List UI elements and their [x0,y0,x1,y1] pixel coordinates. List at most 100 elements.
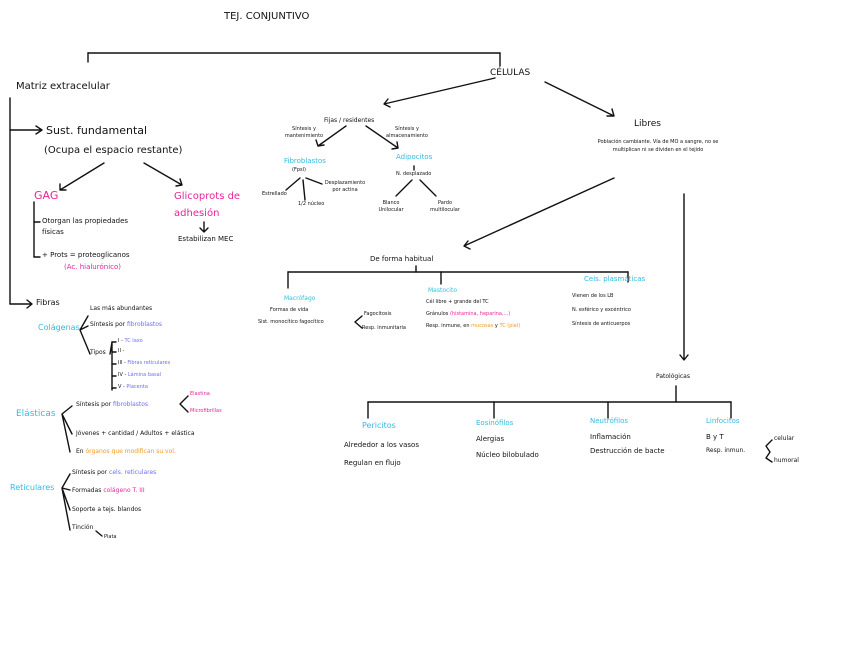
reticulares-sintesis-value: cels. reticulares [109,469,157,476]
pericitos-item-vasos: Alrededor a los vasos [344,441,419,449]
linfocitos-item-respuesta: Resp. inmun. [706,447,746,454]
patologicas-label: Patológicas [656,373,690,380]
linfocitos-branch-celular: celular [774,435,795,442]
ocupa-note: (Ocupa el espacio restante) [44,145,183,156]
libres-label: Libres [634,119,661,129]
plasmaticas-label: Cels. plasmáticas [584,275,646,283]
linfocitos-branch-humoral: humoral [774,457,799,464]
gag-item-proteoglicanos-note: (Ac. hialurónico) [64,263,121,271]
reticulares-label: Reticulares [10,483,55,492]
reticulares-item-tincion: Tinción [72,524,94,531]
mastocito-respuesta-mucosas: mucosas [471,323,494,329]
mastocito-respuesta-y: y [494,323,498,329]
macrofago-branch-fagocitosis: Fagocitosis [364,311,392,317]
neutrofilos-label: Neutrófilos [590,417,629,425]
eosinofilos-item-nucleo: Núcleo bilobulado [476,451,539,459]
gag-label: GAG [34,189,59,202]
fibras-label: Fibras [36,298,60,307]
fibroblastos-nucleo: 1/2 núcleo [298,201,325,207]
elasticas-organos-prefix: En [76,448,84,455]
elasticas-branch-microfibrillas: Microfibrillas [190,408,222,414]
adipocitos-label: Adipocitos [396,153,433,161]
mastocito-item-respuesta: Resp. inmune, en mucosas y TC (piel) [426,324,520,329]
eosinofilos-label: Eosinófilos [476,419,514,427]
reticulares-sintesis-prefix: Síntesis por [72,469,108,476]
mastocito-item-celula: Cél libre + grande del TC [426,299,489,305]
fibroblastos-label: Fibroblastos [284,157,326,165]
reticulares-formadas-value: colágeno T. III [103,487,145,494]
elasticas-sintesis-prefix: Síntesis por [76,401,112,408]
tipo-5-value: Placenta [126,384,148,390]
colagenas-tipo-3: III - Fibras reticulares [118,361,170,366]
reticulares-item-soporte: Soporte a tejs. blandos [72,506,142,513]
elasticas-label: Elásticas [16,409,56,419]
sust-fundamental-label: Sust. fundamental [46,124,148,137]
fijas-label: Fijas / residentes [324,117,375,124]
colagenas-tipo-2: II - [118,348,125,354]
plasmaticas-item-nucleo: N. esférico y excéntrico [572,307,631,313]
adipocitos-nucleo: N. desplazado [396,171,432,177]
fibroblastos-desplazamiento: Desplazamiento por actina [324,180,366,193]
mastocito-respuesta-tc: TC (piel) [499,323,521,329]
colagenas-tipos-label: Tipos [90,349,106,356]
reticulares-formadas-prefix: Formadas [72,487,102,494]
page-title: TEJ. CONJUNTIVO [224,11,310,22]
tipo-1-prefix: I - [118,338,123,344]
tipo-1-value: TC laxo [124,338,143,344]
matriz-label: Matriz extracelular [16,81,110,92]
linfocitos-item-byt: B y T [706,433,724,441]
macrofago-label: Macrófago [284,295,316,302]
tipo-3-value: Fibras reticulares [127,360,171,366]
colagenas-item-sintesis: Síntesis por fibroblastos [90,322,162,328]
tipo-3-prefix: III - [118,360,126,366]
macrofago-item-respuesta: Resp. inmunitaria [362,325,406,331]
glicoprots-label: Glicoprots de adhesión [174,191,241,219]
macrofago-item-formas: Formas de vida [270,307,309,313]
fijas-left-note: Síntesis y mantenimiento [284,126,324,139]
fijas-right-note: Síntesis y almacenamiento [386,126,428,139]
elasticas-item-jovenes: Jóvenes + cantidad / Adultos + elástica [76,430,195,437]
pericitos-label: Pericitos [362,421,396,430]
habitual-label: De forma habitual [370,255,434,263]
mastocito-granulos-value: (histamina, heparina,...) [449,311,511,317]
neutrofilos-item-inflamacion: Inflamación [590,433,631,441]
colagenas-tipo-4: IV - Lámina basal [118,373,161,378]
eosinofilos-item-alergias: Alergias [476,435,505,443]
tipo-4-value: Lámina basal [127,372,162,378]
reticulares-item-formadas: Formadas colágeno T. III [72,488,145,494]
fibroblastos-sub: (Fpsl) [292,167,306,173]
mastocito-respuesta-prefix: Resp. inmune, en [426,323,470,329]
tipo-5-prefix: V - [118,384,125,390]
pericitos-item-flujo: Regulan en flujo [344,459,401,467]
colagenas-item-abundantes: Las más abundantes [90,305,153,312]
colagenas-sintesis-prefix: Síntesis por [90,321,126,328]
celulas-label: CÉLULAS [490,68,531,78]
fibroblastos-estrellado: Estrellado [262,191,287,197]
colagenas-sintesis-fibroblastos: fibroblastos [127,321,163,328]
macrofago-item-sistema: Sist. monocítico fagocítico [258,319,324,325]
plasmaticas-item-anticuerpos: Síntesis de anticuerpos [572,321,631,327]
gag-item-properties: Otorgan las propiedades físicas [42,217,129,237]
mastocito-label: Mastocito [428,287,457,294]
reticulares-item-plata: Plata [104,534,117,540]
gag-item-proteoglicanos: + Prots = proteoglicanos [42,251,130,259]
neutrofilos-item-bacterias: Destrucción de bacte [590,447,665,455]
colagenas-label: Colágenas [38,323,80,332]
reticulares-item-sintesis: Síntesis por cels. reticulares [72,470,156,476]
tipo-4-prefix: IV - [118,372,127,378]
plasmaticas-item-lb: Vienen de los LB [572,293,614,299]
libres-description: Población cambiante. Vía de MO a sangre,… [597,139,719,153]
mastocito-item-granulos: Gránulos (histamina, heparina,...) [426,312,510,317]
mastocito-granulos-prefix: Gránulos [426,311,449,317]
adipocitos-pardo: Pardo multilocular [430,200,460,213]
elasticas-organos-value: órganos que modifican su vol. [85,448,176,455]
adipocitos-blanco: Blanco Unilocular [378,200,404,213]
colagenas-tipo-5: V - Placenta [118,385,148,390]
elasticas-sintesis-fibroblastos: fibroblastos [113,401,149,408]
elasticas-item-organos: En órganos que modifican su vol. [76,449,176,455]
elasticas-branch-elastina: Elastina [190,391,210,397]
linfocitos-label: Linfocitos [706,417,740,425]
glicoprots-item: Estabilizan MEC [178,235,234,243]
